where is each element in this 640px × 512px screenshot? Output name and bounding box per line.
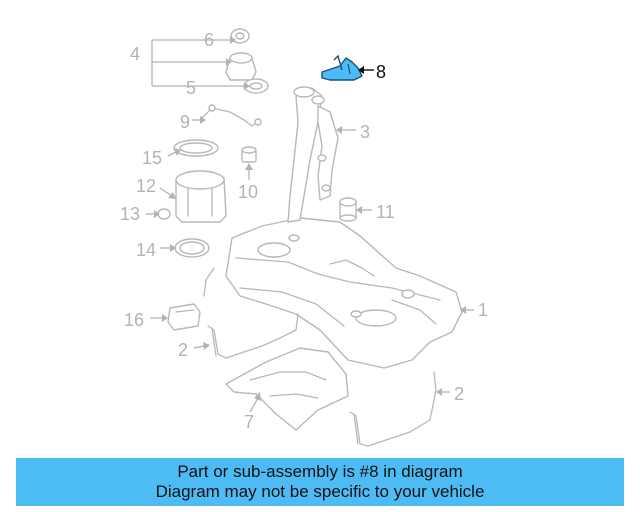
callout-5: 5 [186,78,196,98]
leader-lines [146,36,474,413]
pump-module-part-12 [175,170,227,223]
callout-10: 10 [238,182,258,202]
callout-11: 11 [376,202,395,222]
banner-line-disclaimer: Diagram may not be specific to your vehi… [155,482,485,501]
callout-1: 1 [478,300,488,320]
callout-labels: 4 6 5 9 15 10 12 13 14 16 2 7 3 11 1 2 8 [120,30,488,432]
parts-diagram: 4 6 5 9 15 10 12 13 14 16 2 7 3 11 1 2 8 [120,28,488,447]
plug-part-10 [241,146,257,163]
callout-9: 9 [180,112,190,132]
banner-line-part-number: Part or sub-assembly is #8 in diagram [177,462,463,481]
strap-part-2-left [207,313,299,359]
callout-13: 13 [120,204,140,224]
valve-part-11 [339,197,357,222]
hose-part-9 [201,104,262,127]
strap-part-2-right [349,371,437,447]
callout-4: 4 [130,44,140,64]
callout-7: 7 [244,412,254,432]
filler-neck-part-3 [287,86,339,223]
callout-14: 14 [136,240,156,260]
lock-ring-part-14 [174,238,210,258]
cap-part-6 [230,28,250,44]
callout-2-right: 2 [454,384,464,404]
callout-15: 15 [142,148,162,168]
callout-2-left: 2 [178,340,188,360]
highlighted-part-8 [321,54,363,81]
callout-8-highlighted: 8 [376,62,386,82]
heat-shield-part-7 [225,347,349,431]
bracket-part-16 [167,303,201,331]
callout-6: 6 [204,30,214,50]
gasket-part-15 [173,139,219,157]
seal-part-4 [225,52,257,81]
info-banner: Part or sub-assembly is #8 in diagram Di… [16,458,624,506]
callout-16: 16 [124,310,144,330]
callout-3: 3 [360,122,370,142]
callout-12: 12 [136,176,156,196]
fuel-tank-part-1 [203,217,463,369]
ring-part-5 [243,78,269,94]
